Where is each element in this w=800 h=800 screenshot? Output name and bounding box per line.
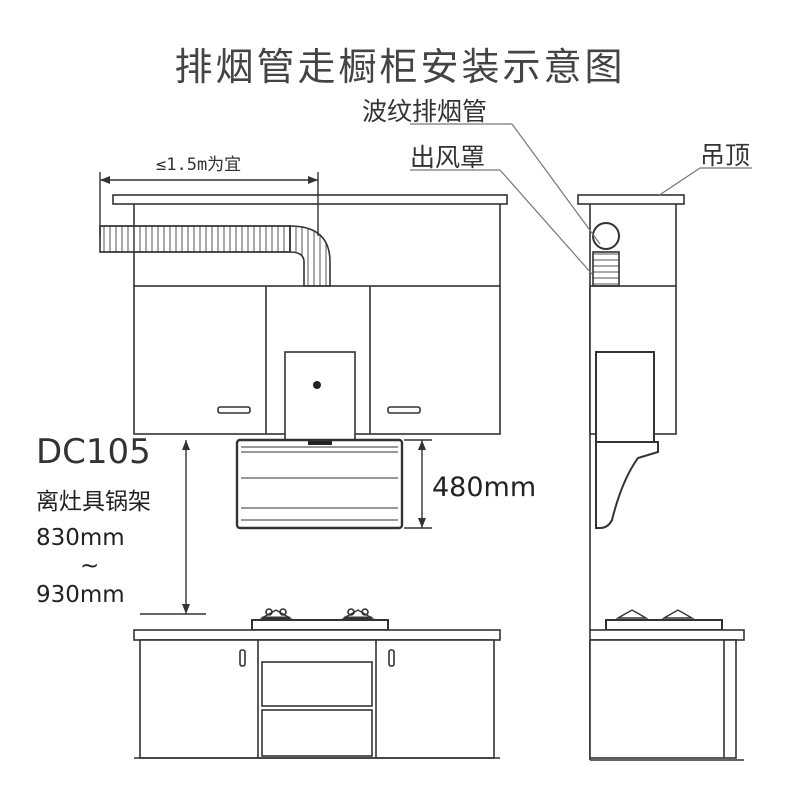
side-hood-box [595,351,655,443]
cabinet-handle-right [387,406,421,414]
duct-label: 波纹排烟管 [362,97,488,126]
hood-upper-box [284,351,356,441]
duct-leader [511,123,601,245]
side-cooktop [605,619,723,631]
clearance-desc-label: 离灶具锅架 [36,489,151,515]
ceiling-slab [112,194,508,205]
duct-length-label: ≤1.5m为宜 [156,155,242,175]
hood-height-label: 480mm [432,472,537,503]
clearance-max-label: 930mm [36,582,125,608]
page-title: 排烟管走橱柜安装示意图 [174,45,626,89]
clearance-tilde: ~ [80,553,100,579]
lower-cabinet [139,639,495,759]
hood-indicator-dot [313,381,321,389]
side-countertop [589,629,745,641]
countertop [133,629,501,641]
ceiling-leader [657,167,701,197]
duct-front-elbow [289,225,331,287]
burner-left [259,608,293,620]
hood-lower-panel [235,438,404,530]
outlet-cover-leader [499,169,593,275]
model-label: DC105 [36,432,151,472]
side-duct-vertical [592,251,620,287]
drawer-bottom [261,709,373,757]
clearance-min-label: 830mm [36,525,125,551]
duct-front-horizontal [99,225,291,253]
cabinet-handle-left [217,406,251,414]
side-ceiling-slab [577,194,685,205]
drawer-top [261,661,373,707]
side-duct-end [592,222,620,250]
burner-right [341,608,375,620]
cooktop [251,619,389,631]
outlet-cover-label: 出风罩 [410,143,486,172]
side-hood-panel [595,441,659,529]
side-lower-cabinet [589,639,737,759]
ceiling-label: 吊顶 [700,141,751,170]
